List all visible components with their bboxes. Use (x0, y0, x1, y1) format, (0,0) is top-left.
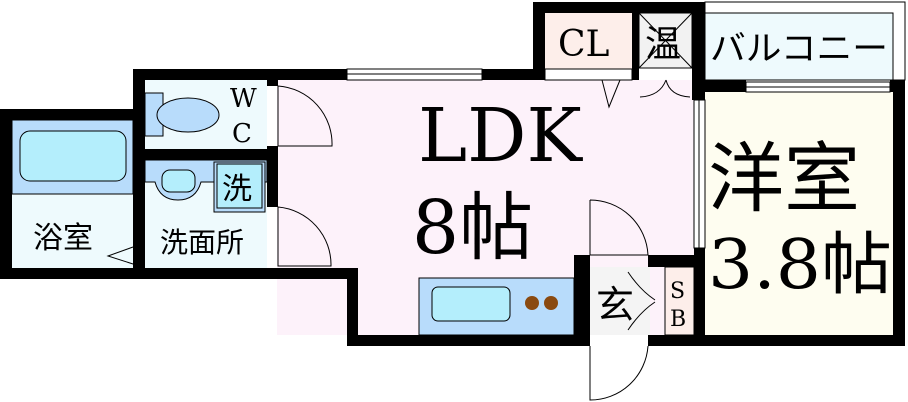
washroom-door (277, 206, 332, 267)
shoe-box (664, 266, 695, 336)
walls (0, 2, 905, 346)
bathroom-label: 浴室 (33, 221, 93, 256)
ldk-entrance-door (589, 199, 649, 256)
toilet-label-c: C (232, 119, 252, 149)
toilet-bowl (156, 97, 220, 133)
washroom-label: 洗面所 (160, 226, 244, 259)
closet-door (601, 79, 621, 109)
water-heater-label: 温 (645, 24, 681, 65)
ldk-size-label: 8帖 (412, 185, 533, 271)
balcony-label: バルコニー (710, 29, 888, 69)
kitchen-sink (431, 286, 511, 322)
shoe-box-label-s: S (670, 279, 685, 304)
western-room-size-label: 3.8帖 (708, 226, 892, 305)
western-room-floor (705, 92, 893, 335)
western-room-label: 洋室 (708, 134, 860, 223)
heater-door (639, 79, 691, 98)
entrance-label: 玄 (596, 283, 634, 327)
washer-label: 洗 (222, 172, 252, 207)
stove-burner (525, 296, 539, 310)
front-door (589, 345, 649, 401)
bathtub-basin (19, 130, 127, 182)
ldk-label: LDK (418, 93, 583, 179)
shoe-box-door (627, 271, 656, 331)
toilet-label-w: W (230, 84, 257, 114)
shoe-box-label-b: B (670, 307, 686, 332)
closet-floor (545, 13, 632, 69)
stove-burner (544, 296, 558, 310)
bath-door (106, 246, 134, 265)
closet-label: CL (558, 24, 610, 65)
toilet-door (277, 85, 333, 147)
entrance-floor (585, 267, 650, 335)
